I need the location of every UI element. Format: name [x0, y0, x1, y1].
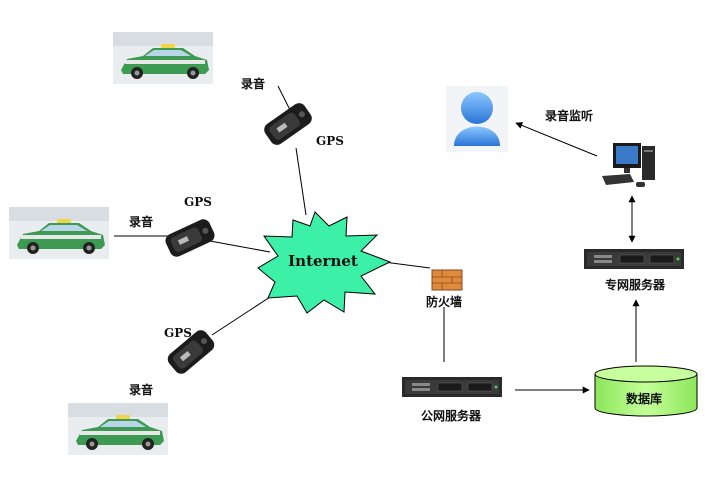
- taxi-icon: [68, 403, 168, 455]
- taxi-icon: [9, 207, 109, 259]
- record-label: 录音: [129, 214, 153, 229]
- user-icon: [446, 86, 508, 152]
- server-icon: [583, 248, 685, 270]
- firewall-icon: [431, 269, 463, 291]
- internet-label: Internet: [288, 252, 358, 270]
- internet-cloud: [257, 211, 392, 314]
- gps-recorder-icon: [163, 216, 217, 260]
- firewall-label: 防火墙: [426, 294, 462, 309]
- taxi-icon: [113, 32, 213, 84]
- server-icon: [401, 376, 503, 398]
- gps-recorder-icon: [261, 100, 315, 148]
- gps-label: GPS: [164, 326, 192, 340]
- database-label: 数据库: [626, 391, 662, 406]
- public-server-label: 公网服务器: [421, 408, 482, 423]
- private-server-label: 专网服务器: [605, 277, 666, 292]
- computer-icon: [602, 143, 655, 187]
- record-label: 录音: [241, 76, 265, 91]
- record-label: 录音: [129, 382, 153, 397]
- database-icon: [594, 365, 698, 417]
- monitor-label: 录音监听: [545, 108, 593, 123]
- gps-label: GPS: [184, 195, 212, 209]
- gps-label: GPS: [316, 134, 344, 148]
